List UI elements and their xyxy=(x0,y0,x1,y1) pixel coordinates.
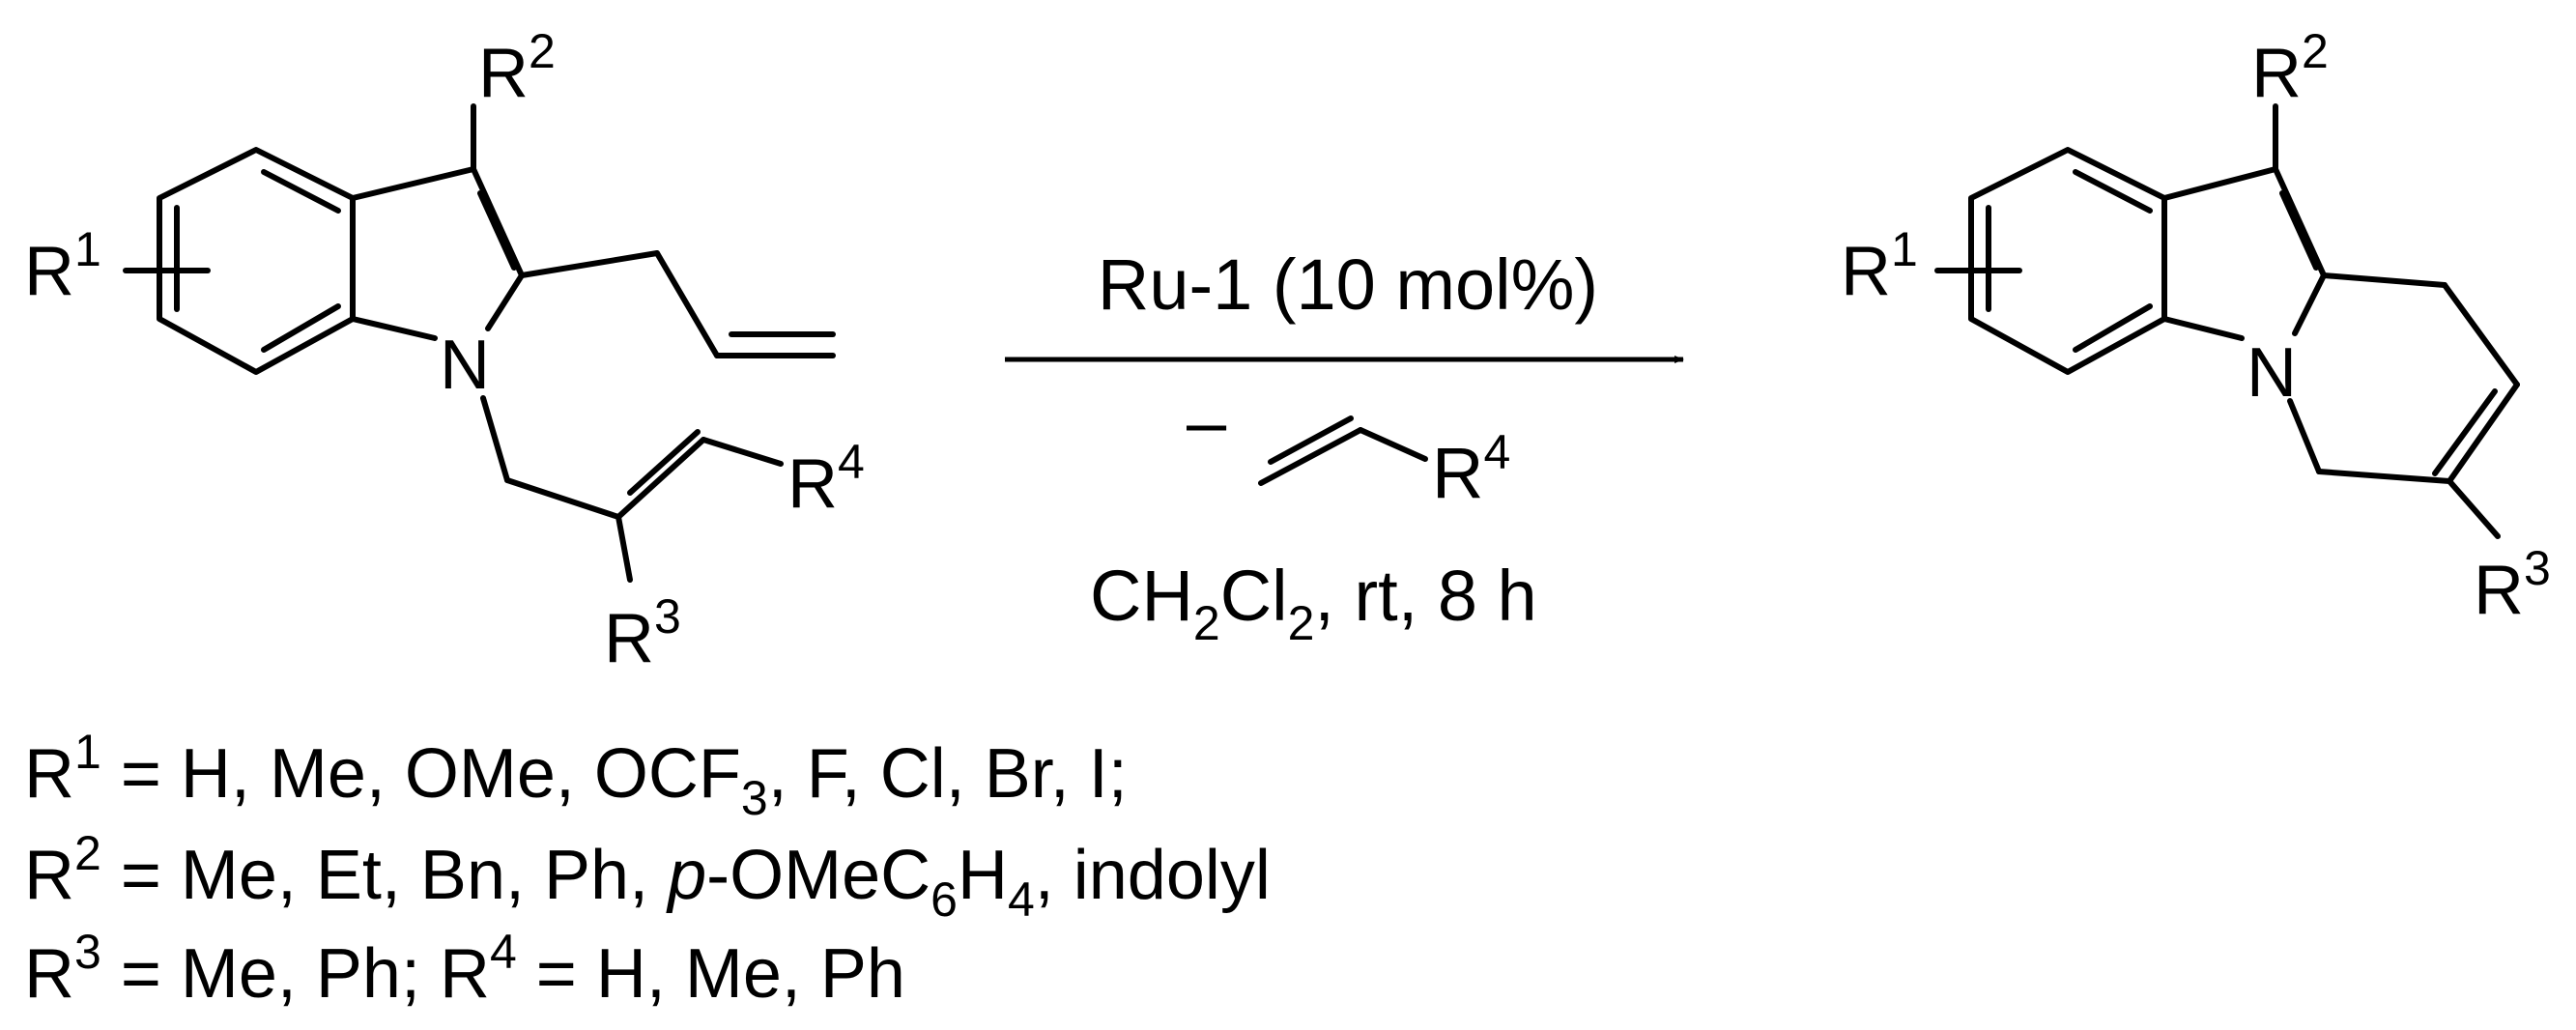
reactant-n-chain-bond xyxy=(615,514,633,583)
product-aromatic-bond xyxy=(2073,303,2153,353)
product-ring-bond xyxy=(2316,469,2452,484)
product-r3-bond xyxy=(2447,478,2501,539)
product-bond xyxy=(2273,166,2327,278)
reactant-n-chain-bond xyxy=(504,477,621,520)
product-aromatic-bond xyxy=(2073,169,2153,214)
reactant-bond xyxy=(485,272,525,331)
legend-line-r1: R1 = H, Me, OMe, OCF3, F, Cl, Br, I; xyxy=(24,725,1128,825)
reactant-bond xyxy=(471,166,525,278)
legend-line-r2: R2 = Me, Et, Bn, Ph, p-OMeC6H4, indolyl xyxy=(24,826,1271,927)
reactant-n-label: N xyxy=(440,327,490,404)
reactant-n-chain-bond xyxy=(701,437,784,467)
product-bond xyxy=(2292,272,2327,336)
reactant-n-chain-bond xyxy=(480,395,510,483)
product-bond xyxy=(2161,316,2245,341)
product-ring-bond xyxy=(2442,282,2520,387)
product-ring-bond xyxy=(2447,382,2520,484)
product-structure xyxy=(1934,103,2520,539)
legend-line-r3: R3 = Me, Ph; R4 = H, Me, Ph xyxy=(24,925,905,1013)
product-r1-label: R1 xyxy=(1841,222,1918,310)
reactant-aromatic-bond xyxy=(261,303,341,353)
byproduct-r4-label: R4 xyxy=(1432,425,1510,513)
reactant-r2-label: R2 xyxy=(478,24,556,112)
reactant-structure xyxy=(123,103,836,583)
reactant-benzene-ring xyxy=(157,147,356,375)
reactant-bond xyxy=(350,166,476,201)
product-bond xyxy=(2161,166,2278,201)
reactant-aromatic-bond xyxy=(261,169,341,214)
catalyst-label: Ru-1 (10 mol%) xyxy=(1098,244,1598,325)
reactant-r3-label: R3 xyxy=(604,589,681,677)
product-r2-label: R2 xyxy=(2251,24,2329,112)
product-n-label: N xyxy=(2247,334,2297,412)
product-benzene-ring xyxy=(1968,147,2167,375)
byproduct-alkene xyxy=(1258,415,1428,486)
reactant-n-chain-double-bond xyxy=(627,429,701,496)
product-r3-label: R3 xyxy=(2474,541,2551,629)
minus-sign: – xyxy=(1187,382,1227,462)
reactant-allyl-bond xyxy=(654,250,720,358)
solvent-conditions: CH2Cl2, rt, 8 h xyxy=(1090,556,1537,650)
product-double-bond xyxy=(2279,190,2319,271)
reactant-n-chain-bond xyxy=(615,437,706,520)
reactant-r1-label: R1 xyxy=(24,222,101,310)
product-ring-bond xyxy=(2321,272,2447,288)
reactant-r4-label: R4 xyxy=(787,435,865,523)
reactant-allyl-bond xyxy=(519,250,660,278)
product-ring-bond xyxy=(2287,398,2322,474)
product-ring-double-bond xyxy=(2432,388,2498,476)
reactant-double-bond xyxy=(477,190,517,271)
reactant-bond xyxy=(350,316,438,341)
